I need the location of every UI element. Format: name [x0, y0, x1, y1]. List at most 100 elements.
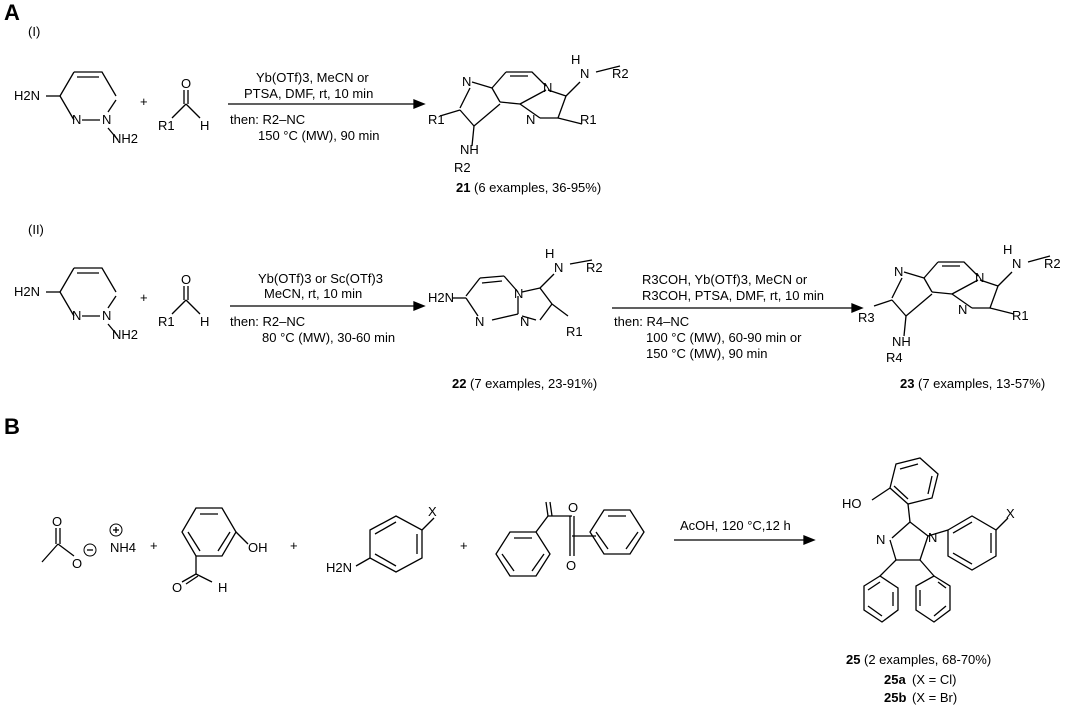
n-label: N	[894, 264, 903, 279]
condition-line: R3COH, Yb(OTf)3, MeCN or	[642, 272, 808, 287]
product-25-id: 25	[846, 652, 860, 667]
plus-sign: +	[140, 290, 148, 305]
condition-line: 100 °C (MW), 60-90 min or	[646, 330, 802, 345]
product-21-structure: N N N R1 R1 NH R2 H N R2	[428, 52, 629, 175]
reaction-arrow-II-step2	[612, 303, 864, 313]
product-25a-id: 25a	[884, 672, 906, 687]
condition-line: Yb(OTf)3 or Sc(OTf)3	[258, 271, 383, 286]
n-label: N	[928, 530, 937, 545]
plus-sign: +	[460, 538, 468, 553]
intermediate-22-id: 22	[452, 376, 466, 391]
r2-label: R2	[454, 160, 471, 175]
n-label: N	[554, 260, 563, 275]
n-label: N	[72, 308, 81, 323]
n-label: N	[102, 308, 111, 323]
product-23-structure: N N N R3 R1 NH R4 H N R2	[858, 242, 1061, 365]
plus-sign: +	[140, 94, 148, 109]
condition-line: 80 °C (MW), 30-60 min	[262, 330, 395, 345]
product-23-note: (7 examples, 13-57%)	[918, 376, 1045, 391]
product-21-id: 21	[456, 180, 470, 195]
panel-label-a: A	[4, 0, 20, 25]
intermediate-22-structure: H2N N N N R1 H N R2	[428, 246, 603, 339]
x-label: X	[1006, 506, 1015, 521]
part-label-ii: (II)	[28, 222, 44, 237]
h-label: H	[218, 580, 227, 595]
product-21-note: (6 examples, 36-95%)	[474, 180, 601, 195]
condition-line: then: R2–NC	[230, 112, 305, 127]
n-label: N	[462, 74, 471, 89]
benzil: O O	[495, 500, 645, 577]
n-label: N	[72, 112, 81, 127]
n-label: N	[520, 314, 529, 329]
product-25-note: (2 examples, 68-70%)	[864, 652, 991, 667]
h2n-label: H2N	[428, 290, 454, 305]
condition-line: R3COH, PTSA, DMF, rt, 10 min	[642, 288, 824, 303]
h2n-label: H2N	[14, 88, 40, 103]
condition-line: then: R2–NC	[230, 314, 305, 329]
r1-label: R1	[158, 118, 175, 133]
r3-label: R3	[858, 310, 875, 325]
h-label: H	[200, 314, 209, 329]
r1-label: R1	[1012, 308, 1029, 323]
h-label: H	[1003, 242, 1012, 257]
r1-label: R1	[566, 324, 583, 339]
reaction-arrow-I	[228, 99, 426, 109]
ho-label: HO	[842, 496, 862, 511]
nh2-label: NH2	[112, 131, 138, 146]
n-label: N	[514, 286, 523, 301]
product-25b-note: (X = Br)	[912, 690, 957, 705]
o-label: O	[181, 272, 191, 287]
condition-line: PTSA, DMF, rt, 10 min	[244, 86, 373, 101]
condition-line: 150 °C (MW), 90 min	[646, 346, 768, 361]
intermediate-22-note: (7 examples, 23-91%)	[470, 376, 597, 391]
n-label: N	[876, 532, 885, 547]
product-25-structure: HO N N X	[842, 457, 1015, 623]
h-label: H	[545, 246, 554, 261]
r1-label: R1	[580, 112, 597, 127]
para-substituted-aniline: X H2N	[326, 504, 437, 575]
condition-line: Yb(OTf)3, MeCN or	[256, 70, 369, 85]
n-label: N	[975, 270, 984, 285]
n-label: N	[1012, 256, 1021, 271]
salicylaldehyde: OH O H	[172, 507, 268, 595]
plus-sign: +	[290, 538, 298, 553]
diaminopyrimidine-I: H2N N N NH2	[14, 71, 138, 146]
n-label: N	[475, 314, 484, 329]
product-25b-id: 25b	[884, 690, 906, 705]
n-label: N	[526, 112, 535, 127]
product-25a-note: (X = Cl)	[912, 672, 956, 687]
n-label: N	[102, 112, 111, 127]
n-label: N	[543, 80, 552, 95]
diaminopyrimidine-II: H2N N N NH2	[14, 267, 138, 342]
aldehyde-I: O R1 H	[158, 76, 209, 133]
o-label: O	[568, 500, 578, 515]
product-23-id: 23	[900, 376, 914, 391]
nh4-label: NH4	[110, 540, 136, 555]
part-label-i: (I)	[28, 24, 41, 39]
o-label: O	[172, 580, 182, 595]
h-label: H	[200, 118, 209, 133]
x-label: X	[428, 504, 437, 519]
o-label: O	[566, 558, 576, 573]
panel-label-b: B	[4, 414, 20, 439]
h2n-label: H2N	[326, 560, 352, 575]
r2-label: R2	[1044, 256, 1061, 271]
n-label: N	[958, 302, 967, 317]
r4-label: R4	[886, 350, 903, 365]
plus-sign: +	[150, 538, 158, 553]
r1-label: R1	[158, 314, 175, 329]
o-label: O	[181, 76, 191, 91]
o-label: O	[52, 514, 62, 529]
h2n-label: H2N	[14, 284, 40, 299]
aldehyde-II: O R1 H	[158, 272, 209, 329]
nh-label: NH	[460, 142, 479, 157]
n-label: N	[580, 66, 589, 81]
h-label: H	[571, 52, 580, 67]
reaction-arrow-B	[674, 535, 816, 545]
nh-label: NH	[892, 334, 911, 349]
r2-label: R2	[586, 260, 603, 275]
nh2-label: NH2	[112, 327, 138, 342]
condition-line: then: R4–NC	[614, 314, 689, 329]
condition-line: 150 °C (MW), 90 min	[258, 128, 380, 143]
